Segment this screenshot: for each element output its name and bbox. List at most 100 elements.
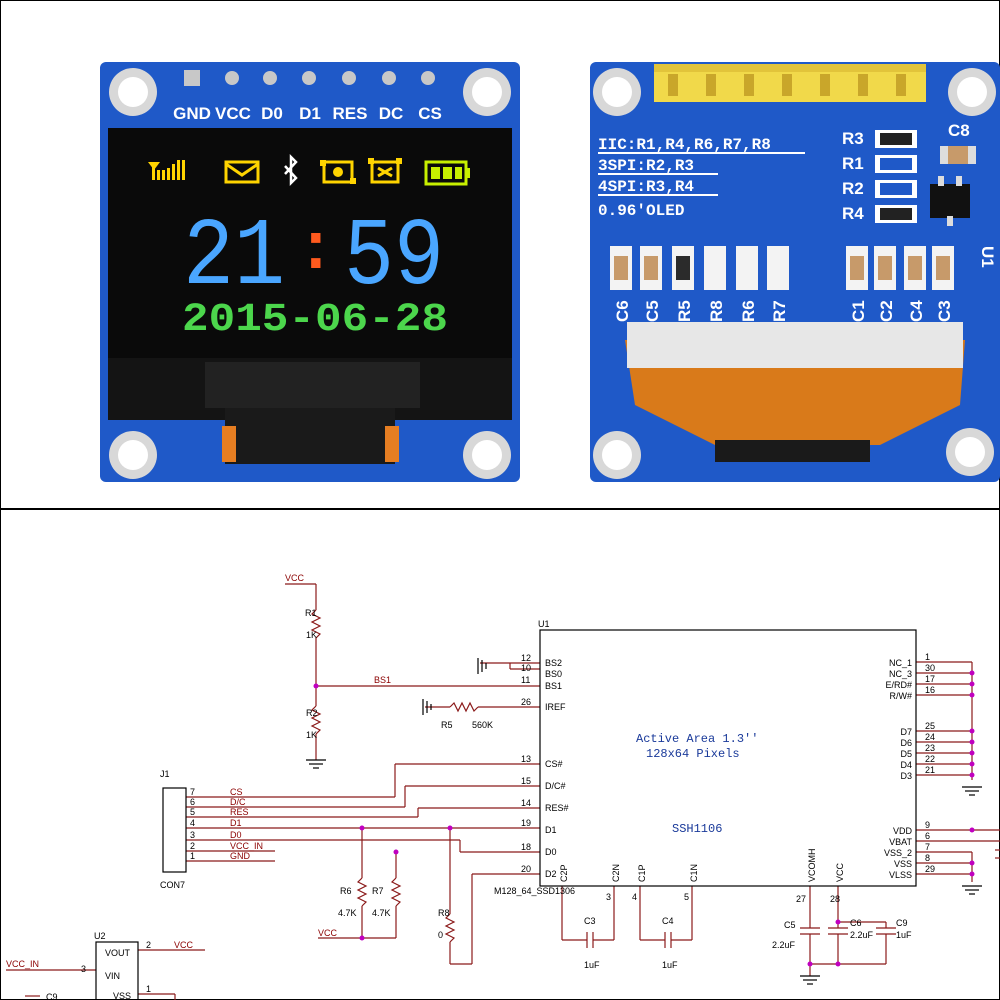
u1-pin-d3: D3 [900, 771, 912, 781]
u1-pin-cs: CS# [545, 759, 563, 769]
silk-c3: C3 [935, 300, 954, 322]
j1-pin-num: 2 [190, 841, 195, 851]
label-r1: R1 [305, 608, 317, 618]
u1-pin-num: 1 [925, 652, 930, 662]
label-c4: C4 [662, 916, 674, 926]
j1-net-d0: D0 [230, 830, 242, 840]
u1-pin-vlss: VLSS [889, 870, 912, 880]
u1-pin-d1: D1 [545, 825, 557, 835]
battery-icon [424, 160, 470, 186]
label-r6: R6 [340, 886, 352, 896]
label-r8: R8 [438, 908, 450, 918]
label-r7: R7 [372, 886, 384, 896]
silk-r4: R4 [842, 204, 864, 223]
label-u1: U1 [538, 619, 550, 629]
silk-r2: R2 [842, 179, 864, 198]
u1-pin-num: 24 [925, 732, 935, 742]
silk-c5: C5 [643, 300, 662, 322]
u2-chip [95, 941, 139, 1000]
u1-pin-num: 16 [925, 685, 935, 695]
flex-cable [625, 322, 965, 462]
u1-pin-num: 17 [925, 674, 935, 684]
j1-net-d1: D1 [230, 818, 242, 828]
u1-pin-vdd: VDD [893, 826, 913, 836]
j1-net-res: RES [230, 807, 249, 817]
silk-c2: C2 [877, 300, 896, 322]
label-c9-partial: C9 [46, 992, 58, 1000]
u1-pin-vss: VSS [894, 859, 912, 869]
label-r5-val: 560K [472, 720, 493, 730]
camera-icon [320, 160, 356, 184]
silk-r6: R6 [739, 300, 758, 322]
label-c9: C9 [896, 918, 908, 928]
u1-pin-c2p: C2P [559, 864, 569, 882]
pin-label-res: RES [333, 104, 368, 123]
u1-pin-num: 7 [925, 842, 930, 852]
wires [6, 583, 1000, 1000]
mail-icon [224, 160, 260, 184]
u1-pin-num: 4 [632, 892, 637, 902]
u2-pin-num: 2 [146, 940, 151, 950]
fpc-cable [225, 408, 395, 464]
label-c4-val: 1uF [662, 960, 678, 970]
net-vcc: VCC [285, 573, 305, 583]
bottom-components [610, 246, 954, 290]
u1-pin-num: 25 [925, 721, 935, 731]
u1-pin-num: 12 [521, 653, 531, 663]
u1-pin-num: 6 [925, 831, 930, 841]
u2-pin-num: 3 [81, 964, 86, 974]
u2-pin-vss: VSS [113, 991, 131, 1000]
u1-pin-num: 26 [521, 697, 531, 707]
u1-pin-d5: D5 [900, 749, 912, 759]
u1-pin-num: 10 [521, 663, 531, 673]
u1-pin-vss2: VSS_2 [884, 848, 912, 858]
u1-pin-num: 5 [684, 892, 689, 902]
module-back: IIC:R1,R4,R6,R7,R8 3SPI:R2,R3 4SPI:R3,R4… [590, 62, 1000, 482]
u1-pin-num: 3 [606, 892, 611, 902]
u2-pin-vout: VOUT [105, 948, 131, 958]
smd-resistors [875, 130, 976, 223]
silk-r8: R8 [707, 300, 726, 322]
u1-pin-num: 30 [925, 663, 935, 673]
label-r2-val: 1K [306, 730, 317, 740]
active-area-text: Active Area 1.3'' [636, 732, 758, 746]
label-r5: R5 [441, 720, 453, 730]
j1-pin-num: 3 [190, 830, 195, 840]
label-c5-val: 2.2uF [772, 940, 796, 950]
net-vcc-in: VCC_IN [6, 959, 39, 969]
j1-net-dc: D/C [230, 797, 246, 807]
u1-pin-num: 21 [925, 765, 935, 775]
u1-pin-d2: D2 [545, 869, 557, 879]
j1-pin-num: 4 [190, 818, 195, 828]
signal-icon [148, 160, 185, 180]
u1-pin-c2n: C2N [611, 864, 621, 882]
u1-pin-num: 29 [925, 864, 935, 874]
j1-connector [162, 787, 187, 873]
u1-pin-d4: D4 [900, 760, 912, 770]
u2-pin-num: 1 [146, 984, 151, 994]
label-u1-part: M128_64_SSD1306 [494, 886, 575, 896]
u1-pin-num: 27 [796, 894, 806, 904]
u1-pin-dc: D/C# [545, 781, 566, 791]
silk-r1: R1 [842, 154, 864, 173]
mounting-hole-icon [109, 68, 511, 479]
j1-pin-num: 1 [190, 851, 195, 861]
u1-pin-vbat: VBAT [889, 837, 912, 847]
pin-label-d1: D1 [299, 104, 321, 123]
silk-c6: C6 [613, 300, 632, 322]
bluetooth-icon [284, 153, 298, 187]
label-c3-val: 1uF [584, 960, 600, 970]
silk-c8: C8 [948, 121, 970, 140]
u1-pin-num: 8 [925, 853, 930, 863]
u1-pin-vcomh: VCOMH [807, 849, 817, 883]
silk-4spi: 4SPI:R3,R4 [598, 178, 694, 196]
junction-dots [313, 670, 975, 967]
header-pads [184, 70, 435, 86]
silk-3spi: 3SPI:R2,R3 [598, 157, 694, 175]
date-display: 2015-06-28 [182, 298, 448, 343]
u1-pin-num: 14 [521, 798, 531, 808]
pin-label-cs: CS [418, 104, 442, 123]
u1-pin-nc1: NC_1 [889, 658, 912, 668]
label-c5: C5 [784, 920, 796, 930]
u1-pin-res: RES# [545, 803, 569, 813]
